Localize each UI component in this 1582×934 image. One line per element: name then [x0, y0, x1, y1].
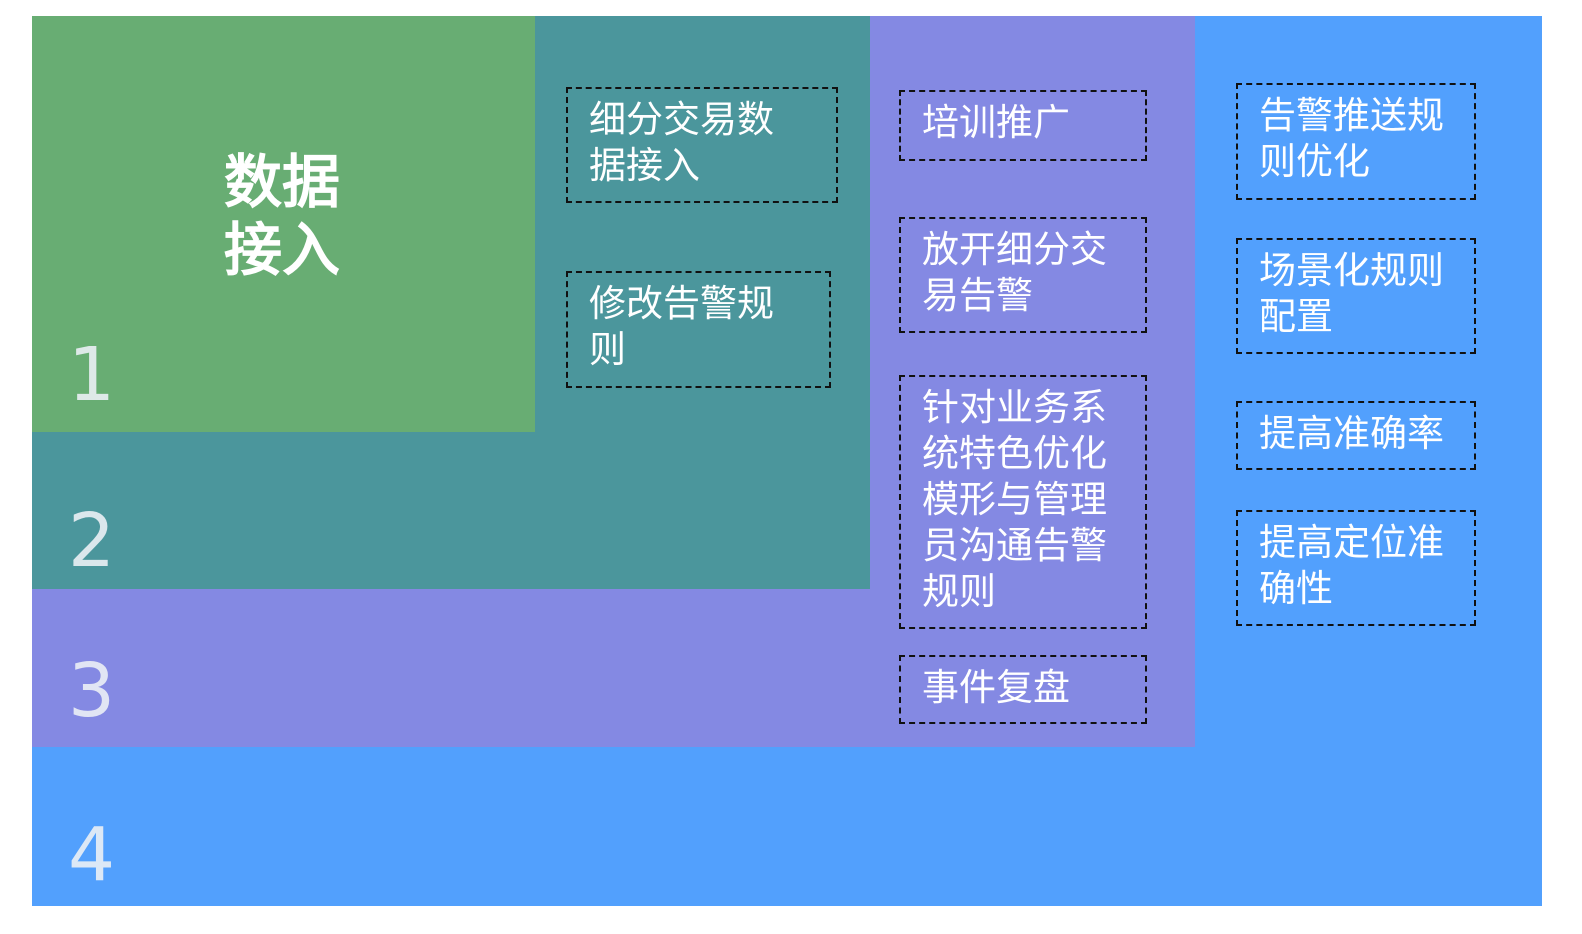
- item-label: 告警推送规则优化: [1259, 94, 1444, 183]
- level-4-item: 提高定位准确性: [1236, 510, 1476, 626]
- item-label: 修改告警规则: [589, 282, 774, 371]
- level-4-item: 告警推送规则优化: [1236, 83, 1476, 200]
- level-4-number: 4: [68, 812, 116, 898]
- level-4-item: 提高准确率: [1236, 401, 1476, 470]
- item-label: 场景化规则配置: [1259, 249, 1444, 338]
- item-label: 提高准确率: [1259, 412, 1444, 455]
- level-1-title: 数据接入: [224, 148, 341, 284]
- level-1-area: [32, 16, 535, 432]
- item-label: 培训推广: [922, 101, 1070, 144]
- level-3-item: 放开细分交易告警: [899, 217, 1147, 333]
- item-label: 针对业务系统特色优化模形与管理员沟通告警规则: [922, 386, 1107, 613]
- level-4-item: 场景化规则配置: [1236, 238, 1476, 354]
- level-3-item: 事件复盘: [899, 655, 1147, 724]
- level-1-number: 1: [68, 332, 116, 418]
- level-2-item: 细分交易数据接入: [566, 87, 838, 203]
- item-label: 放开细分交易告警: [922, 228, 1107, 317]
- item-label: 事件复盘: [922, 666, 1070, 709]
- level-3-item: 针对业务系统特色优化模形与管理员沟通告警规则: [899, 375, 1147, 629]
- level-3-number: 3: [68, 648, 116, 734]
- item-label: 提高定位准确性: [1259, 521, 1444, 610]
- item-label: 细分交易数据接入: [589, 98, 774, 187]
- level-2-item: 修改告警规则: [566, 271, 831, 388]
- level-3-item: 培训推广: [899, 90, 1147, 161]
- level-2-number: 2: [68, 498, 116, 584]
